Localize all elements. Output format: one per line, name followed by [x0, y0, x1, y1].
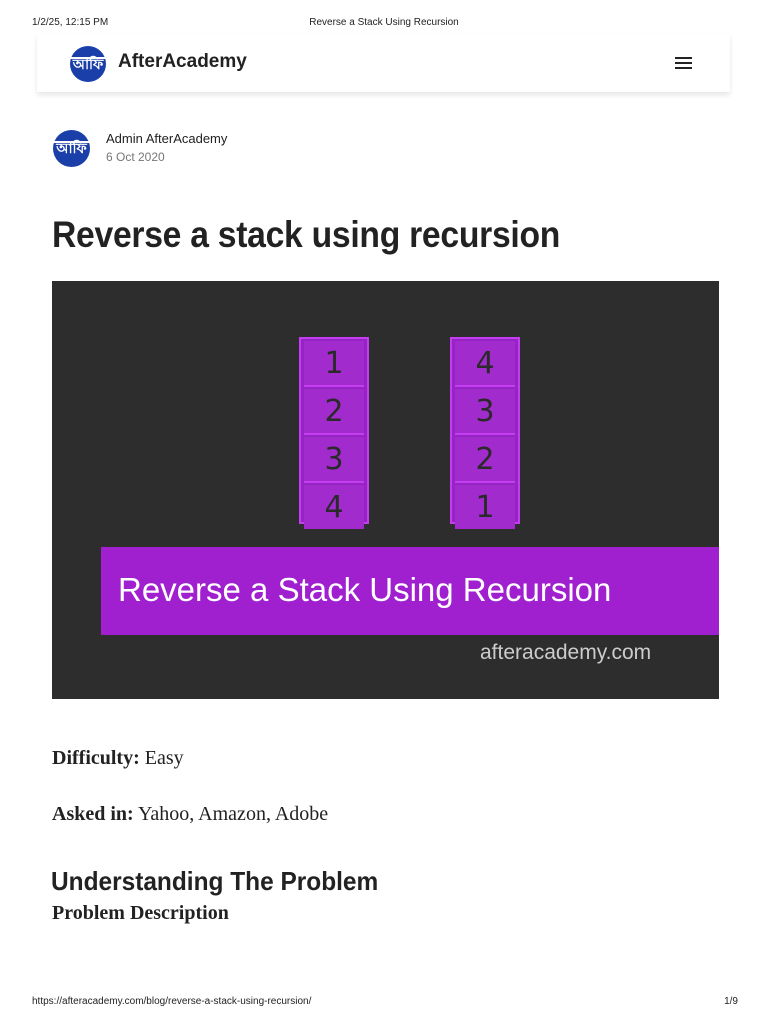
difficulty-value: Easy — [144, 747, 184, 769]
navbar: আফি AfterAcademy — [37, 34, 730, 92]
print-url: https://afteracademy.com/blog/reverse-a-… — [32, 996, 312, 1007]
hero-banner: Reverse a Stack Using Recursion — [101, 547, 719, 635]
stack-reversed: 4 3 2 1 — [450, 337, 520, 529]
brand-name[interactable]: AfterAcademy — [118, 51, 247, 72]
asked-in-label: Asked in: — [52, 803, 134, 825]
author-name: Admin AfterAcademy — [106, 131, 228, 146]
stack-cell: 3 — [455, 389, 515, 435]
difficulty-label: Difficulty: — [52, 747, 140, 769]
stack-cell: 2 — [304, 389, 364, 435]
asked-in-line: Asked in: Yahoo, Amazon, Adobe — [52, 803, 328, 826]
asked-in-value: Yahoo, Amazon, Adobe — [137, 803, 329, 825]
stack-original: 1 2 3 4 — [299, 337, 369, 529]
site-logo[interactable]: আফি — [70, 46, 106, 82]
hamburger-menu-icon[interactable] — [675, 54, 697, 72]
print-header: 1/2/25, 12:15 PM Reverse a Stack Using R… — [0, 17, 768, 31]
section-heading: Understanding The Problem — [51, 866, 379, 896]
stack-cell: 4 — [304, 485, 364, 529]
hero-image: 1 2 3 4 4 3 2 1 Reverse a Stack Using Re… — [52, 281, 719, 699]
logo-text: আফি — [70, 56, 106, 73]
difficulty-line: Difficulty: Easy — [52, 747, 184, 770]
stack-cell: 1 — [455, 485, 515, 529]
hero-banner-text: Reverse a Stack Using Recursion — [118, 571, 612, 608]
stack-cell: 4 — [455, 341, 515, 387]
stack-cell: 3 — [304, 437, 364, 483]
print-page-number: 1/9 — [724, 996, 738, 1007]
hero-site-name: afteracademy.com — [480, 641, 652, 664]
article-title: Reverse a stack using recursion — [52, 214, 561, 255]
print-datetime: 1/2/25, 12:15 PM — [32, 17, 109, 28]
avatar-text: আফি — [54, 141, 89, 157]
subsection-heading: Problem Description — [52, 902, 229, 924]
author-avatar: আফি — [53, 130, 90, 167]
publish-date: 6 Oct 2020 — [106, 150, 165, 164]
print-doc-title: Reverse a Stack Using Recursion — [309, 17, 459, 28]
stack-cell: 2 — [455, 437, 515, 483]
stack-cell: 1 — [304, 341, 364, 387]
